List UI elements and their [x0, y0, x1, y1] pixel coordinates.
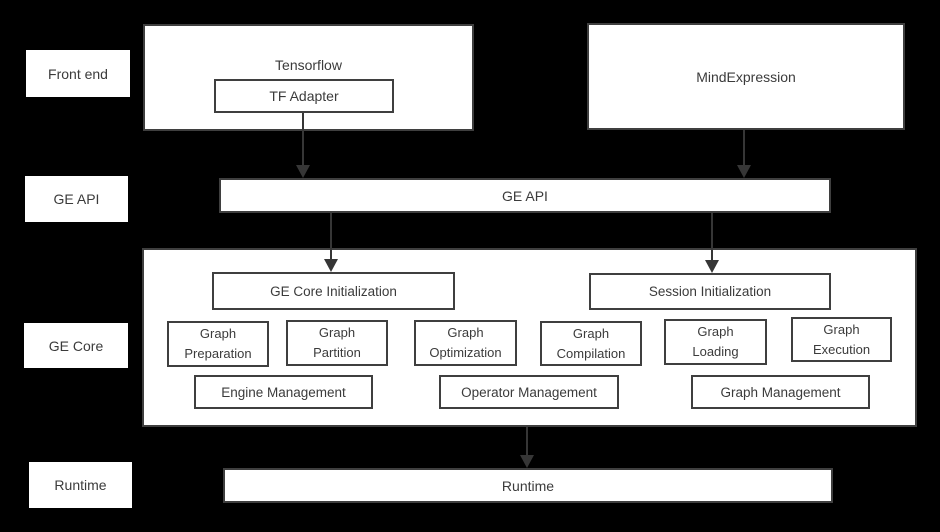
graph-optimization-box: Graph Optimization [414, 320, 517, 366]
mindexpression-box: MindExpression [587, 23, 905, 130]
tf-adapter-box: TF Adapter [214, 79, 394, 113]
ge-core-box: GE Core Initialization Session Initializ… [142, 248, 917, 427]
tensorflow-title: Tensorflow [275, 57, 342, 73]
graph-loading-box: Graph Loading [664, 319, 767, 365]
graph-execution-box: Graph Execution [791, 317, 892, 362]
arrow-down-icon [324, 259, 338, 272]
graph-preparation-box: Graph Preparation [167, 321, 269, 367]
arrow-ge-api-to-ge-core-initialization [324, 213, 338, 272]
arrow-tf-adapter-to-ge-api [296, 113, 310, 178]
graph-partition-box: Graph Partition [286, 320, 388, 366]
row-label-front-end: Front end [26, 50, 130, 97]
arrow-shaft [743, 130, 745, 168]
operator-management-box: Operator Management [439, 375, 619, 409]
arrow-down-icon [737, 165, 751, 178]
arrow-shaft [711, 213, 713, 263]
arrow-ge-api-to-session-initialization [705, 213, 719, 273]
arrow-shaft [526, 427, 528, 458]
ge-core-initialization-box: GE Core Initialization [212, 272, 455, 310]
session-initialization-box: Session Initialization [589, 273, 831, 310]
row-label-ge-core: GE Core [24, 323, 128, 368]
ge-api-bar: GE API [219, 178, 831, 213]
graph-management-box: Graph Management [691, 375, 870, 409]
row-label-ge-api: GE API [25, 176, 128, 222]
arrow-down-icon [296, 165, 310, 178]
engine-management-box: Engine Management [194, 375, 373, 409]
row-label-runtime: Runtime [29, 462, 132, 508]
graph-compilation-box: Graph Compilation [540, 321, 642, 366]
arrow-shaft [330, 213, 332, 262]
runtime-bar: Runtime [223, 468, 833, 503]
tensorflow-box: Tensorflow TF Adapter [143, 24, 474, 131]
arrow-ge-core-to-runtime [520, 427, 534, 468]
arrow-down-icon [520, 455, 534, 468]
arrow-down-icon [705, 260, 719, 273]
arrow-mindexpression-to-ge-api [737, 130, 751, 178]
arrow-shaft [302, 113, 304, 168]
